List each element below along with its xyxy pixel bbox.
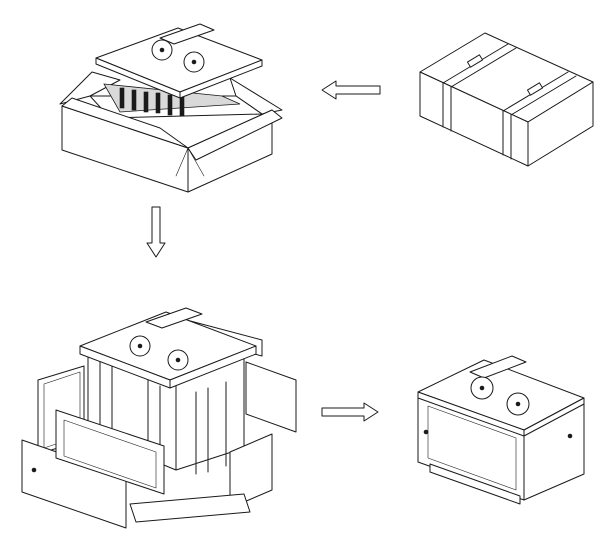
arrow-left: [321, 80, 381, 100]
sealed-box: [419, 32, 594, 167]
strap-buckle: [526, 82, 544, 96]
lock-icon: [31, 467, 37, 473]
sealed-box-side: [527, 81, 594, 167]
cabinet-base: [429, 463, 521, 505]
lock-icon: [423, 429, 429, 435]
opened-box: [59, 23, 283, 193]
strap-buckle: [466, 54, 484, 68]
lock-icon: [567, 433, 573, 439]
strap-line: [510, 75, 577, 116]
side-panel: [245, 361, 297, 433]
cable-slot: [159, 23, 215, 45]
cable-slot: [145, 307, 203, 329]
exploded-cabinet: ▪ ▪ ▪: [21, 307, 297, 529]
box-flap: [187, 109, 283, 161]
arrow-down: [146, 206, 166, 258]
front-door-frame: [55, 409, 165, 495]
strap-line: [450, 47, 517, 88]
box-flap: [61, 97, 189, 149]
cabinet-rails: [119, 87, 185, 117]
cabinet-base: [129, 493, 251, 523]
right-side-panel: [229, 433, 273, 509]
arrow-right: [321, 402, 379, 422]
cable-slot: [469, 355, 527, 379]
assembled-cabinet: [417, 355, 585, 505]
